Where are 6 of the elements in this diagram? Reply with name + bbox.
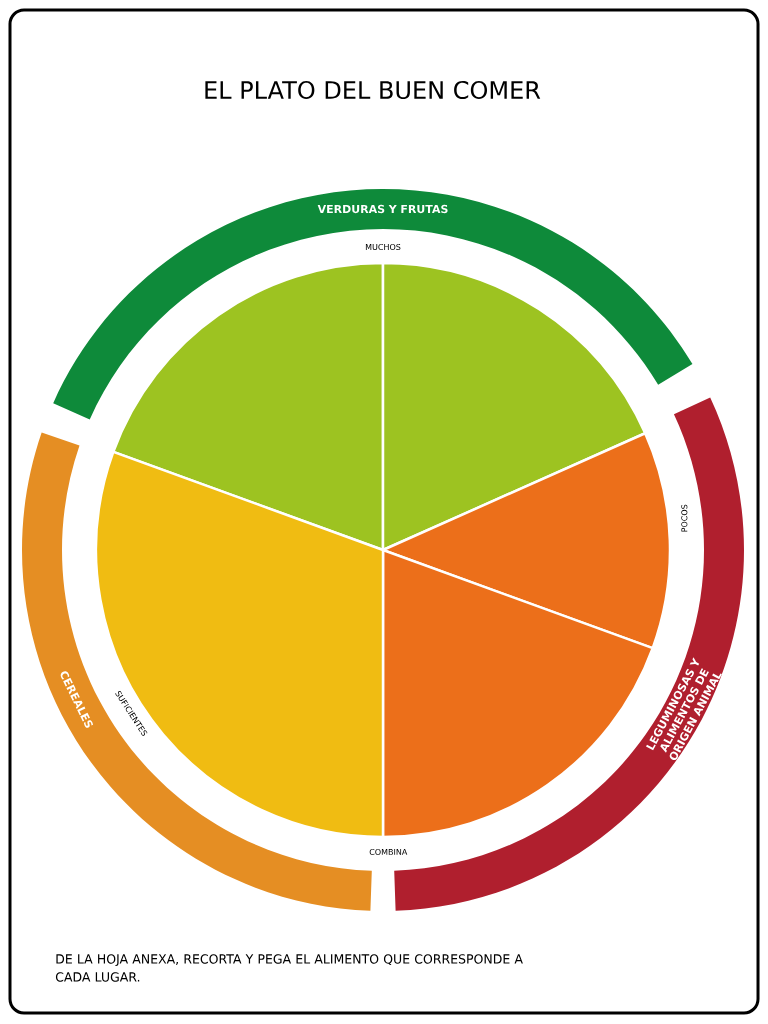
plate-slice: [94, 450, 385, 839]
title: EL PLATO DEL BUEN COMER: [205, 80, 541, 100]
plate-slice: [381, 432, 672, 650]
portion-label: MUCHOS: [365, 243, 401, 250]
portion-label: POCOS: [681, 504, 688, 532]
instruction-text: DE LA HOJA ANEXA, RECORTA Y PEGA EL ALIMENTO QUE CORRESPONDE A CADA LUGAR.: [55, 954, 523, 982]
